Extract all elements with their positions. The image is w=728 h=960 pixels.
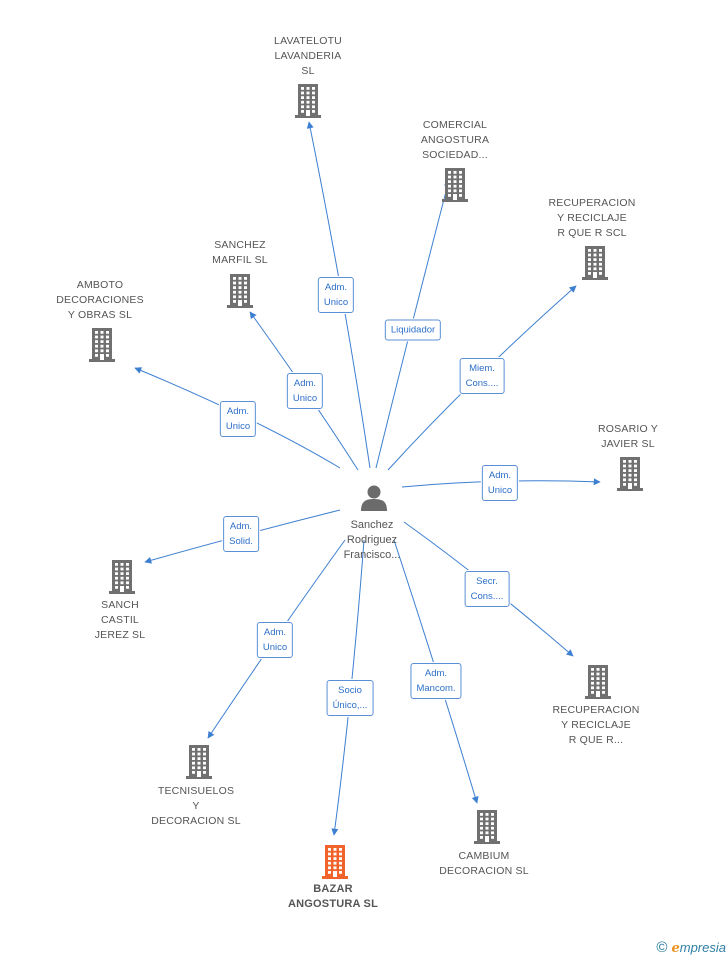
role-label-cambium[interactable]: Adm. Mancom. xyxy=(410,663,462,699)
company-name-recuperacion-scl[interactable]: RECUPERACION Y RECICLAJE R QUE R SCL xyxy=(548,197,636,239)
company-name-rosario-javier[interactable]: ROSARIO Y JAVIER SL xyxy=(598,423,658,450)
person-icon[interactable] xyxy=(360,484,388,517)
role-label-sanch-castil[interactable]: Adm. Solid. xyxy=(223,516,259,552)
role-label-bazar-angostura[interactable]: Socio Único,... xyxy=(326,680,374,716)
role-label-rosario-javier[interactable]: Adm. Unico xyxy=(481,465,519,501)
company-name-amboto[interactable]: AMBOTO DECORACIONES Y OBRAS SL xyxy=(56,279,144,321)
role-label-tecnisuelos[interactable]: Adm. Unico xyxy=(256,622,294,658)
company-name-bazar-angostura[interactable]: BAZAR ANGOSTURA SL xyxy=(288,883,378,910)
brand-logo-text: mpresia xyxy=(679,940,726,955)
building-icon[interactable] xyxy=(186,745,212,784)
building-icon[interactable] xyxy=(585,665,611,704)
company-name-lavatelotu[interactable]: LAVATELOTU LAVANDERIA SL xyxy=(274,35,342,77)
company-name-cambium[interactable]: CAMBIUM DECORACION SL xyxy=(439,850,529,877)
company-name-tecnisuelos[interactable]: TECNISUELOS Y DECORACION SL xyxy=(151,785,241,827)
role-label-comercial-angostura[interactable]: Liquidador xyxy=(384,319,442,341)
center-person-name[interactable]: Sanchez Rodriguez Francisco... xyxy=(343,519,401,561)
building-icon[interactable] xyxy=(442,168,468,207)
company-name-sanchez-marfil[interactable]: SANCHEZ MARFIL SL xyxy=(212,239,268,266)
building-icon-highlighted[interactable] xyxy=(322,845,348,884)
building-icon[interactable] xyxy=(582,246,608,285)
building-icon[interactable] xyxy=(227,274,253,313)
role-label-recuperacion-scl[interactable]: Miem. Cons.... xyxy=(459,358,505,394)
copyright-symbol: © xyxy=(656,939,668,956)
building-icon[interactable] xyxy=(109,560,135,599)
role-label-lavatelotu[interactable]: Adm. Unico xyxy=(317,277,355,313)
company-name-sanch-castil[interactable]: SANCH CASTIL JEREZ SL xyxy=(94,599,146,641)
building-icon[interactable] xyxy=(295,84,321,123)
building-icon[interactable] xyxy=(474,810,500,849)
company-name-comercial-angostura[interactable]: COMERCIAL ANGOSTURA SOCIEDAD... xyxy=(420,119,490,161)
role-label-amboto[interactable]: Adm. Unico xyxy=(219,401,257,437)
building-icon[interactable] xyxy=(617,457,643,496)
empresia-brand: ©empresia xyxy=(656,939,726,956)
building-icon[interactable] xyxy=(89,328,115,367)
role-label-recuperacion-r[interactable]: Secr. Cons.... xyxy=(464,571,510,607)
company-name-recuperacion-r[interactable]: RECUPERACION Y RECICLAJE R QUE R... xyxy=(552,704,640,746)
brand-logo-e: e xyxy=(671,941,680,956)
role-label-sanchez-marfil[interactable]: Adm. Unico xyxy=(286,373,324,409)
